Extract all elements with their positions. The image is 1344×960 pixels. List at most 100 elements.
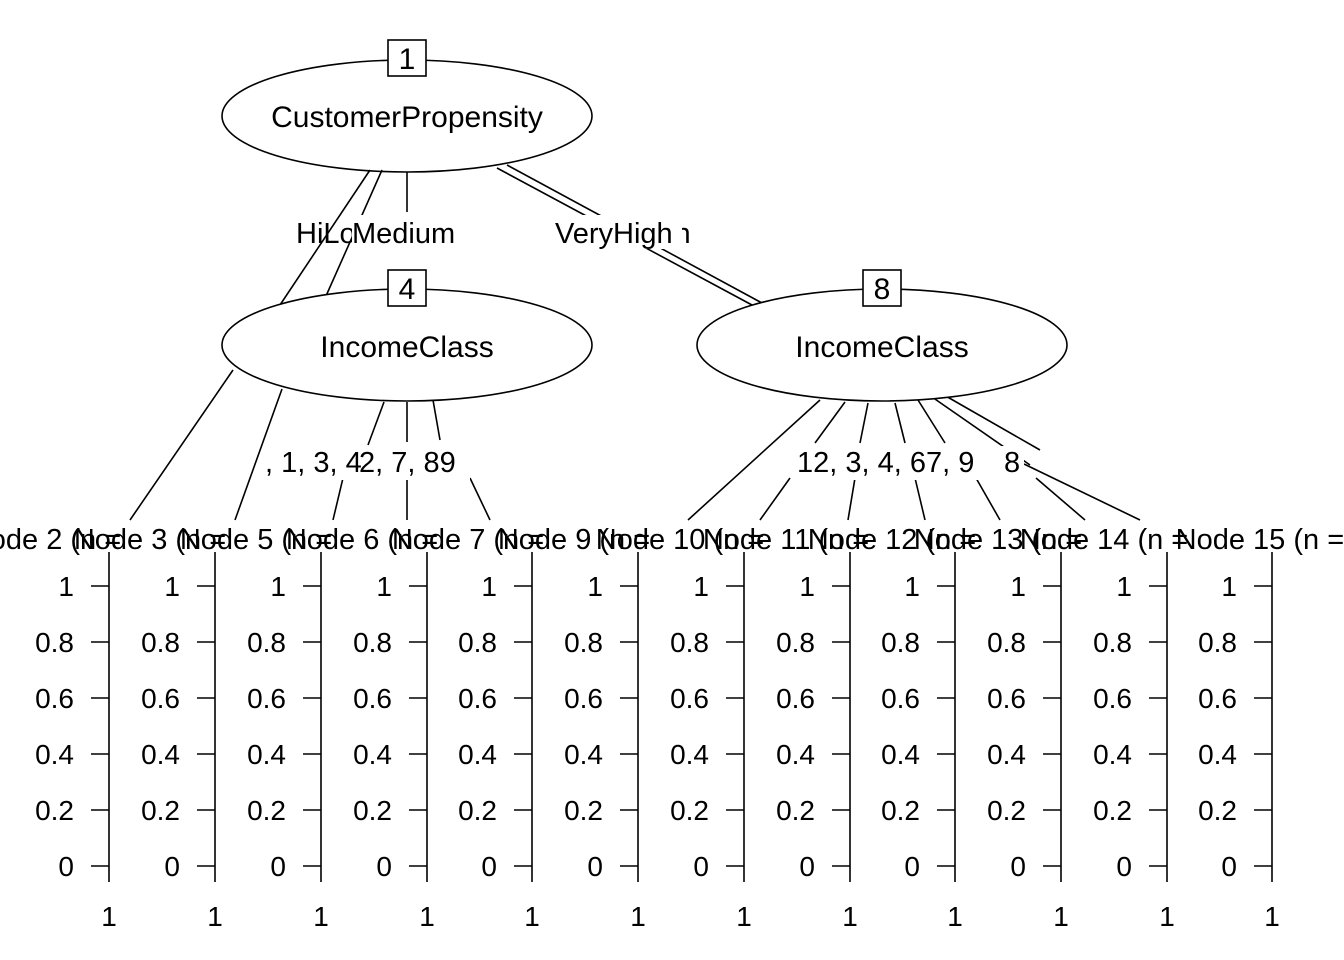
y-tick-label: 0.8 xyxy=(141,627,180,658)
y-tick-label: 0.4 xyxy=(776,739,815,770)
y-tick-label: 0.8 xyxy=(247,627,286,658)
y-tick-label: 0.6 xyxy=(458,683,497,714)
y-tick-label: 0.6 xyxy=(247,683,286,714)
x-tick-label: 1 xyxy=(842,901,858,932)
y-tick-label: 1 xyxy=(1010,571,1026,602)
y-tick-label: 0 xyxy=(481,851,497,882)
y-tick-label: 0.6 xyxy=(1093,683,1132,714)
x-tick-label: 1 xyxy=(736,901,752,932)
y-tick-label: 0 xyxy=(376,851,392,882)
terminal-node-title: Node 9 (n = xyxy=(498,524,650,556)
y-tick-label: 0 xyxy=(587,851,603,882)
terminal-panels: 10.80.60.40.20110.80.60.40.20110.80.60.4… xyxy=(0,524,1344,932)
x-tick-label: 1 xyxy=(947,901,963,932)
x-tick-label: 1 xyxy=(630,901,646,932)
y-tick-label: 0.4 xyxy=(247,739,286,770)
y-tick-label: 1 xyxy=(58,571,74,602)
y-tick-label: 0.6 xyxy=(353,683,392,714)
y-tick-label: 0 xyxy=(58,851,74,882)
y-tick-label: 0.2 xyxy=(564,795,603,826)
edge-label-hilo: HiLo xyxy=(296,218,356,250)
y-tick-label: 0 xyxy=(904,851,920,882)
root-edge-labels: HiLo Medium vn VeryHigh xyxy=(296,215,691,250)
y-tick-label: 0.4 xyxy=(35,739,74,770)
y-tick-label: 0.2 xyxy=(1198,795,1237,826)
edge-label-medium: Medium xyxy=(352,218,455,250)
terminal-node-title: Node 2 (n = xyxy=(0,524,121,556)
y-tick-label: 0 xyxy=(1010,851,1026,882)
y-tick-label: 0.2 xyxy=(987,795,1026,826)
x-tick-label: 1 xyxy=(524,901,540,932)
node8-edge-labels: 12, 3, 4, 67, 9 8 xyxy=(796,446,1024,480)
y-tick-label: 0.8 xyxy=(1093,627,1132,658)
y-tick-label: 0.8 xyxy=(881,627,920,658)
terminal-node-title: Node 7 (n = xyxy=(392,524,544,556)
node4-edge-labels: , 1, 3, 4 2, 7, 89 xyxy=(265,446,470,480)
y-tick-label: 1 xyxy=(270,571,286,602)
y-tick-label: 0.6 xyxy=(987,683,1026,714)
x-tick-label: 1 xyxy=(101,901,117,932)
terminal-node-title: Node 11 (n = xyxy=(703,524,869,556)
y-tick-label: 0.6 xyxy=(776,683,815,714)
y-tick-label: 1 xyxy=(693,571,709,602)
x-tick-label: 1 xyxy=(1264,901,1280,932)
y-tick-label: 0.6 xyxy=(35,683,74,714)
y-tick-label: 0 xyxy=(164,851,180,882)
terminal-node-title: Node 13 (n = xyxy=(914,524,1082,556)
y-tick-label: 0 xyxy=(799,851,815,882)
y-tick-label: 1 xyxy=(587,571,603,602)
y-tick-label: 0.2 xyxy=(776,795,815,826)
x-tick-label: 1 xyxy=(1053,901,1069,932)
terminal-node-title: Node 6 (n = xyxy=(286,524,438,556)
y-tick-label: 0.4 xyxy=(987,739,1026,770)
y-tick-label: 0.2 xyxy=(881,795,920,826)
y-tick-label: 0.8 xyxy=(35,627,74,658)
edge-label-1-3-4: , 1, 3, 4 xyxy=(265,447,362,479)
y-tick-label: 1 xyxy=(481,571,497,602)
y-tick-label: 0.2 xyxy=(353,795,392,826)
edge-label-8: 8 xyxy=(1004,447,1020,479)
y-tick-label: 0.4 xyxy=(670,739,709,770)
y-tick-label: 0.2 xyxy=(458,795,497,826)
node-4-label: IncomeClass xyxy=(320,331,493,364)
y-tick-label: 1 xyxy=(799,571,815,602)
y-tick-label: 0.6 xyxy=(564,683,603,714)
y-tick-label: 0.4 xyxy=(564,739,603,770)
y-tick-label: 0.2 xyxy=(141,795,180,826)
node-8-label: IncomeClass xyxy=(795,331,968,364)
y-tick-label: 0.8 xyxy=(564,627,603,658)
y-tick-label: 0.4 xyxy=(141,739,180,770)
y-tick-label: 1 xyxy=(1116,571,1132,602)
root-node-id: 1 xyxy=(399,43,416,76)
y-tick-label: 0.2 xyxy=(1093,795,1132,826)
node8-edges xyxy=(687,394,1141,521)
terminal-node-title: Node 12 (n = xyxy=(808,524,976,556)
y-tick-label: 0.4 xyxy=(458,739,497,770)
y-tick-label: 0 xyxy=(270,851,286,882)
y-tick-label: 1 xyxy=(904,571,920,602)
terminal-node-title: Node 3 (n = xyxy=(74,524,226,556)
x-tick-label: 1 xyxy=(313,901,329,932)
x-tick-label: 1 xyxy=(207,901,223,932)
y-tick-label: 0.8 xyxy=(1198,627,1237,658)
y-tick-label: 0.8 xyxy=(987,627,1026,658)
y-tick-label: 0.6 xyxy=(881,683,920,714)
edge-label-12-3-4-67-9: 12, 3, 4, 67, 9 xyxy=(797,447,974,479)
terminal-node-title: Node 14 (n = xyxy=(1020,524,1188,556)
edge-label-veryhigh: VeryHigh xyxy=(555,218,673,250)
inner-node-4: IncomeClass 4 xyxy=(221,269,593,402)
root-node: CustomerPropensity 1 xyxy=(221,39,593,173)
y-tick-label: 0.4 xyxy=(1198,739,1237,770)
node-8-id: 8 xyxy=(874,273,891,306)
edge-label-2-7-89: 2, 7, 89 xyxy=(359,447,456,479)
y-tick-label: 1 xyxy=(164,571,180,602)
y-tick-label: 0 xyxy=(693,851,709,882)
node-4-id: 4 xyxy=(399,273,416,306)
terminal-node-title: Node 5 (n = xyxy=(180,524,332,556)
y-tick-label: 0 xyxy=(1221,851,1237,882)
y-tick-label: 0.4 xyxy=(881,739,920,770)
y-tick-label: 0.6 xyxy=(670,683,709,714)
x-tick-label: 1 xyxy=(419,901,435,932)
inner-node-8: IncomeClass 8 xyxy=(696,269,1068,402)
